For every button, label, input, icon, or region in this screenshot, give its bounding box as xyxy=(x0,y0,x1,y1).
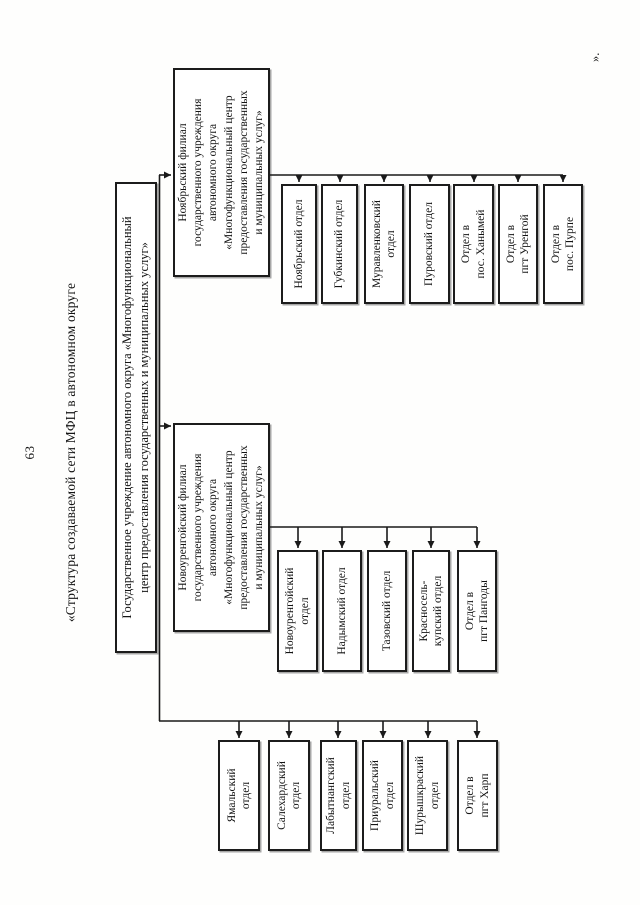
dept-box: Новоуренгойский отдел xyxy=(277,550,318,672)
dept-box: Тазовский отдел xyxy=(367,550,407,672)
dept-box: Ямальский отдел xyxy=(218,740,260,851)
dept-box: Муравленковский отдел xyxy=(364,184,404,304)
org-box-root: Государственное учреждение автономного о… xyxy=(115,182,157,653)
dept-box: Красносель- купский отдел xyxy=(412,550,450,672)
dept-box: Приуральский отдел xyxy=(362,740,403,851)
org-box-branch-novourengoy: Новоуренгойский филиал государственного … xyxy=(173,423,270,632)
dept-box: Отдел в пгт Харп xyxy=(457,740,498,851)
org-box-branch-noyabrsk: Ноябрьский филиал государственного учреж… xyxy=(173,68,270,277)
dept-box: Отдел в пос. Пурпе xyxy=(543,184,583,304)
figure-title: «Структура создаваемой сети МФЦ в автоно… xyxy=(63,282,78,623)
dept-box: Лабытнангский отдел xyxy=(320,740,357,851)
page-number: 63 xyxy=(22,445,37,460)
dept-box: Пуровский отдел xyxy=(409,184,450,304)
dept-box: Салехардский отдел xyxy=(268,740,310,851)
dept-box: Отдел в пос. Ханымей xyxy=(453,184,494,304)
dept-box: Губкинский отдел xyxy=(321,184,358,304)
dept-box: Шурышкраский отдел xyxy=(407,740,448,851)
dept-box: Отдел в пгт Пангоды xyxy=(457,550,497,672)
dept-box: Надымский отдел xyxy=(322,550,362,672)
dept-box: Отдел в пгт Уренгой xyxy=(498,184,538,304)
dept-box: Ноябрьский отдел xyxy=(281,184,317,304)
closing-quote-mark: ». xyxy=(588,52,602,62)
